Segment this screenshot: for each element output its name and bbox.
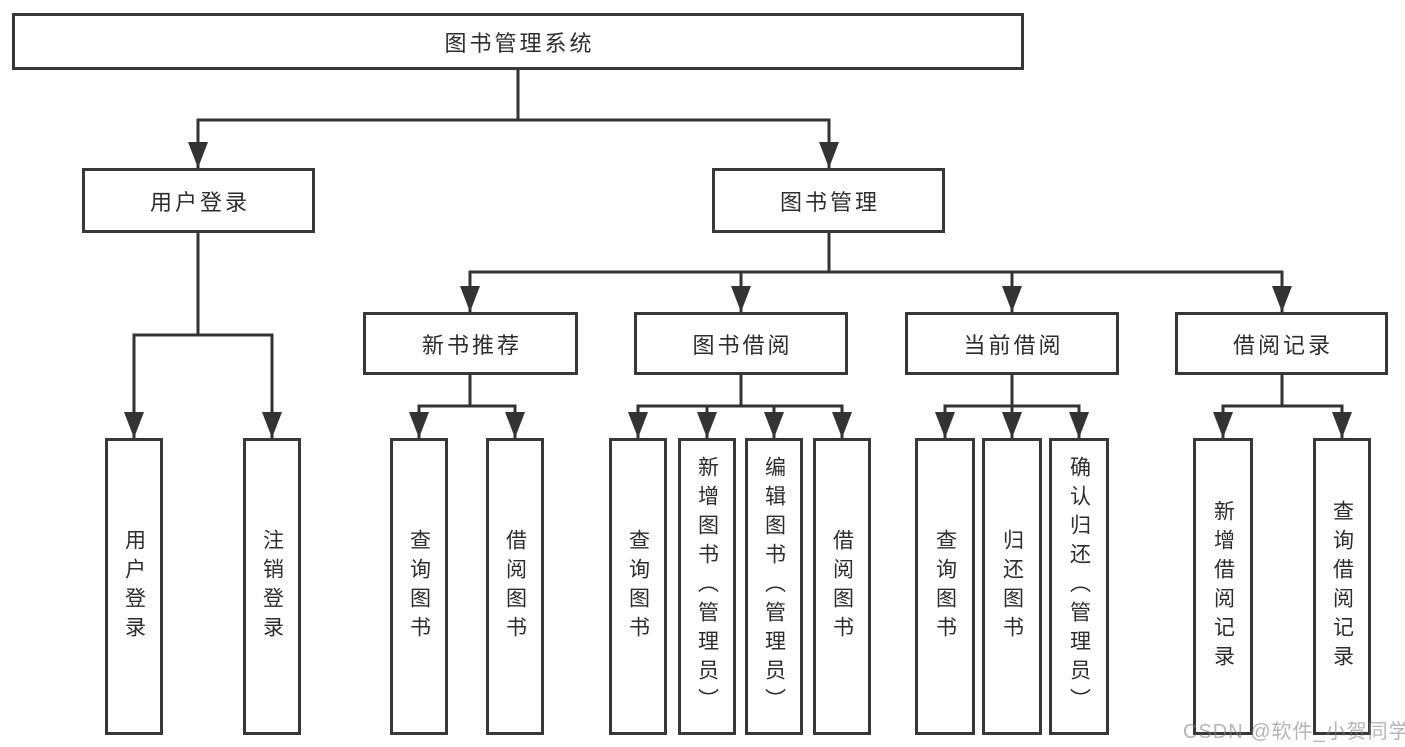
node-book-borrow: 图书借阅 [634, 312, 848, 375]
node-borrow-records: 借阅记录 [1175, 312, 1388, 375]
node-new-book-recommend: 新书推荐 [363, 312, 578, 375]
node-book-management: 图书管理 [712, 168, 945, 233]
edge-borrowrecords-rail [1221, 404, 1344, 438]
node-col-query-books-borrow: 查询图书 [609, 438, 667, 735]
node-col-edit-books-admin: 编辑图书（管理员） [745, 438, 803, 735]
node-col-borrow-books-new: 借阅图书 [486, 438, 544, 735]
col-label: 新增图书（管理员） [695, 456, 719, 717]
node-col-add-books-admin: 新增图书（管理员） [678, 438, 736, 735]
node-col-return-books: 归还图书 [982, 438, 1042, 735]
node-col-query-books-new: 查询图书 [390, 438, 448, 735]
edge-root-rail [196, 118, 831, 168]
csdn-watermark: CSDN @软件_小贺同学 [1183, 721, 1405, 743]
node-user-login: 用户登录 [82, 168, 315, 233]
edge-newbooks-rail [417, 404, 517, 438]
node-col-user-login: 用户登录 [105, 438, 163, 735]
col-label: 查询图书 [407, 528, 431, 645]
col-label: 注销登录 [260, 528, 284, 645]
col-label: 新增借阅记录 [1211, 499, 1235, 674]
col-label: 编辑图书（管理员） [762, 456, 786, 717]
node-col-borrow-books-borrow: 借阅图书 [813, 438, 871, 735]
arrowheads [124, 142, 1352, 438]
col-label: 借阅图书 [830, 528, 854, 645]
edge-bookborrow-rail [636, 404, 844, 438]
node-col-query-books-current: 查询图书 [915, 438, 975, 735]
col-label: 借阅图书 [503, 528, 527, 645]
node-col-query-borrow-record: 查询借阅记录 [1313, 438, 1371, 735]
node-col-logout: 注销登录 [243, 438, 301, 735]
node-col-confirm-return-admin: 确认归还（管理员） [1049, 438, 1109, 735]
node-current-borrow: 当前借阅 [905, 312, 1119, 375]
node-col-add-borrow-record: 新增借阅记录 [1193, 438, 1253, 735]
col-label: 查询借阅记录 [1330, 499, 1354, 674]
node-root: 图书管理系统 [12, 13, 1024, 70]
edge-bookmgmt-rail [468, 270, 1284, 312]
col-label: 查询图书 [626, 528, 650, 645]
edge-userlogin-rail [132, 333, 274, 438]
col-label: 查询图书 [933, 528, 957, 645]
col-label: 确认归还（管理员） [1067, 456, 1091, 717]
col-label: 用户登录 [122, 528, 146, 645]
col-label: 归还图书 [1000, 528, 1024, 645]
